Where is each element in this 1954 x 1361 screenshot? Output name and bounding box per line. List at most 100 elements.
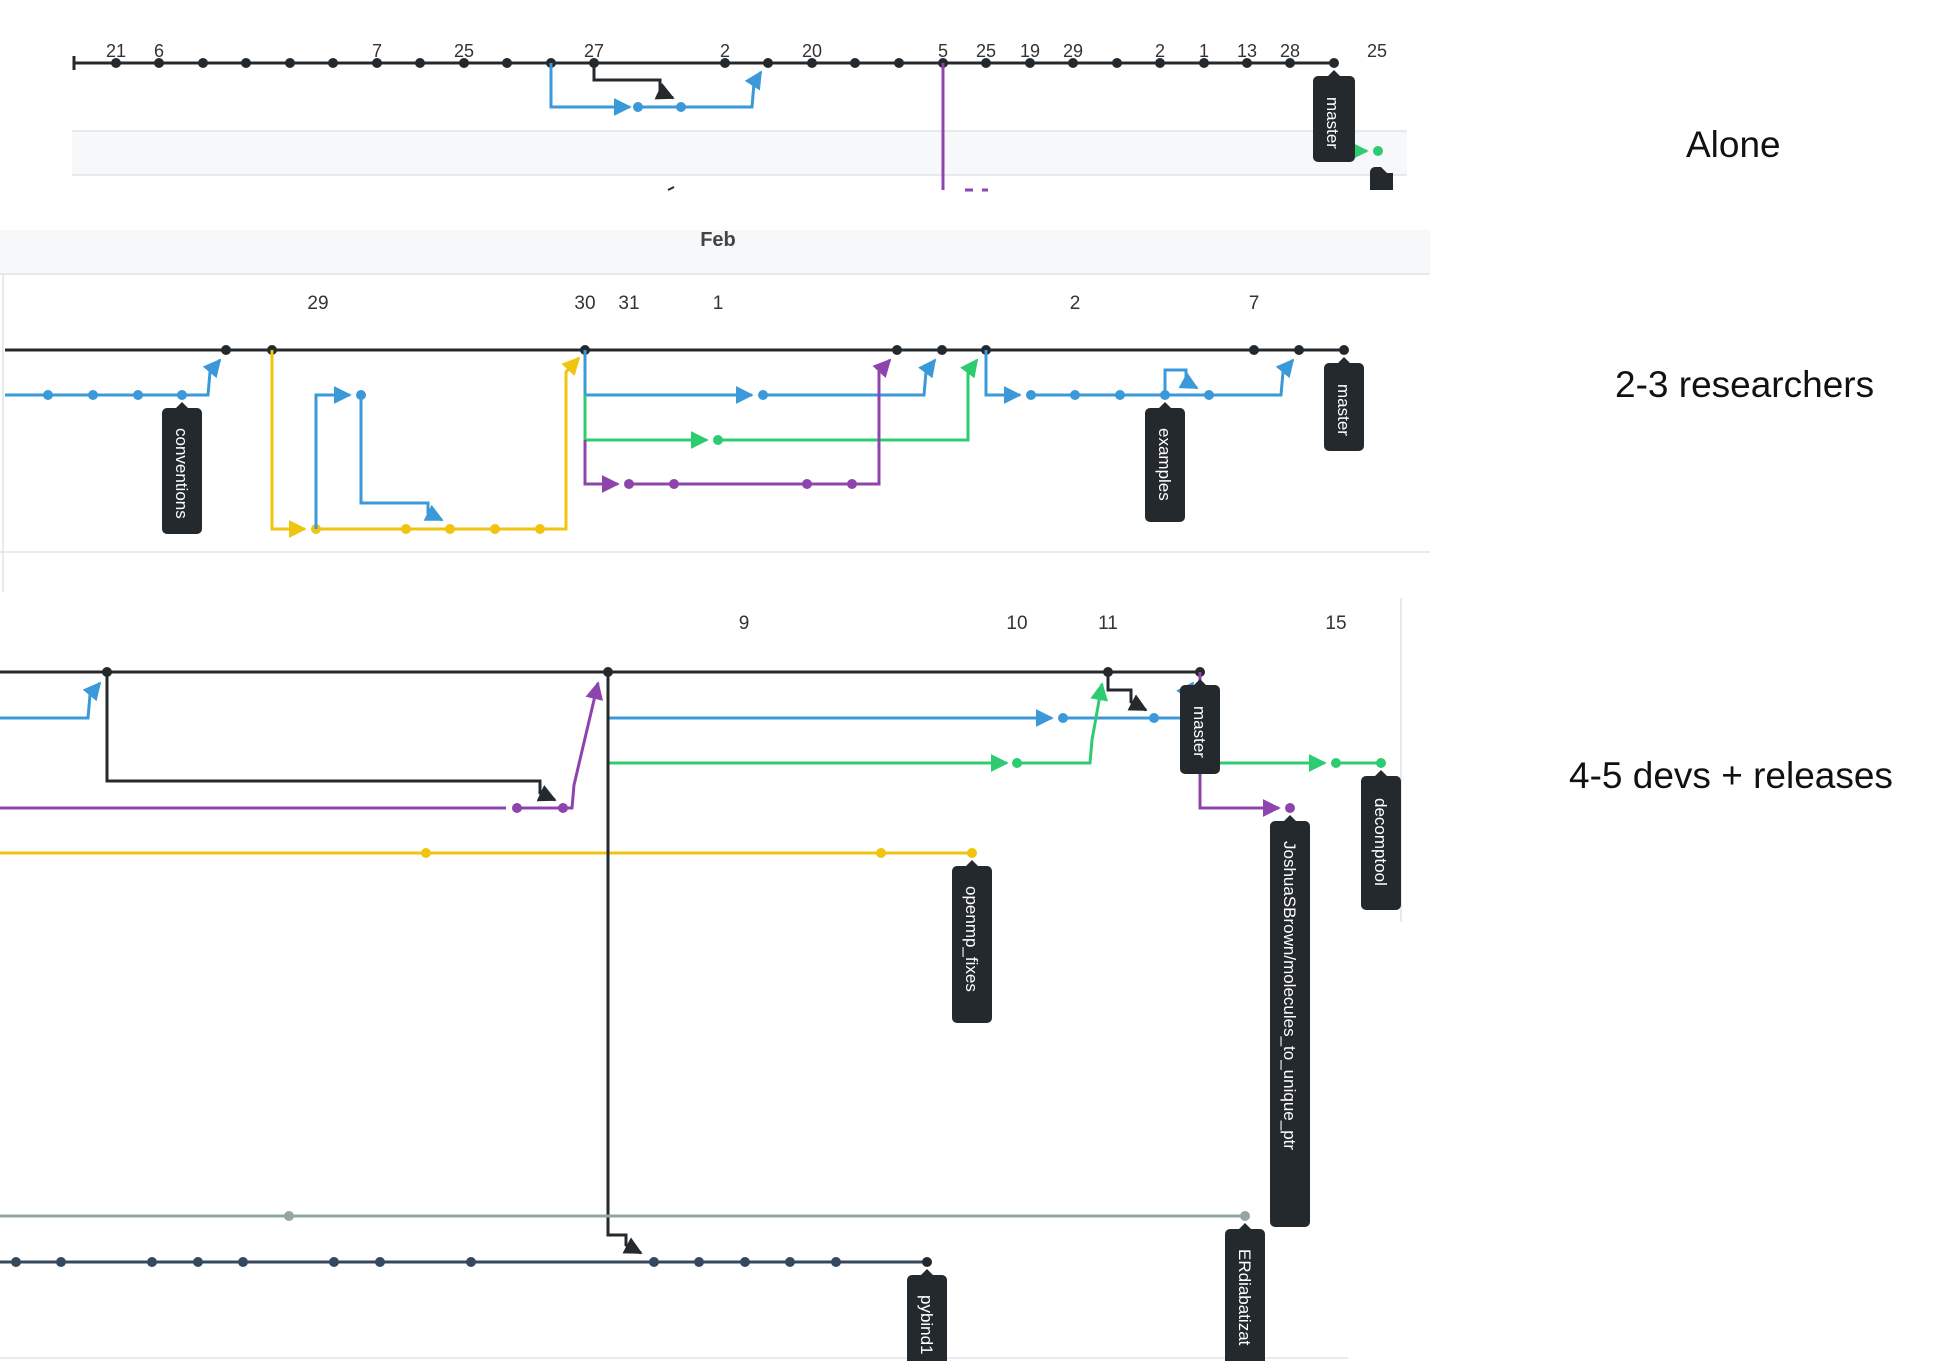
- commit-dot[interactable]: [922, 1257, 932, 1267]
- branch-green-merge: [1017, 682, 1109, 765]
- commit-dot[interactable]: [1026, 390, 1036, 400]
- commit-dot[interactable]: [740, 1257, 750, 1267]
- commit-dot[interactable]: [894, 58, 904, 68]
- commit-dot[interactable]: [624, 479, 634, 489]
- commit-dot[interactable]: [1373, 146, 1383, 156]
- commit-dot[interactable]: [329, 1257, 339, 1267]
- commit-dot[interactable]: [284, 1211, 294, 1221]
- commit-dot[interactable]: [802, 479, 812, 489]
- tag-openmp-fixes[interactable]: openmp_fixes: [952, 860, 992, 1023]
- date-label: 25: [1367, 41, 1387, 61]
- tag-master[interactable]: master: [1180, 679, 1220, 774]
- commit-dot[interactable]: [981, 58, 991, 68]
- commit-dot[interactable]: [238, 1257, 248, 1267]
- branch-purple-merge: [517, 681, 604, 810]
- commit-dot[interactable]: [694, 1257, 704, 1267]
- commit-dot[interactable]: [676, 102, 686, 112]
- slate-commits: [11, 1257, 932, 1267]
- commit-dot[interactable]: [649, 1257, 659, 1267]
- commit-dot[interactable]: [88, 390, 98, 400]
- commit-dot[interactable]: [1115, 390, 1125, 400]
- commit-dot[interactable]: [1240, 1211, 1250, 1221]
- commit-dot[interactable]: [1070, 390, 1080, 400]
- commit-dot[interactable]: [1285, 58, 1295, 68]
- commit-dot[interactable]: [445, 524, 455, 534]
- commit-dot[interactable]: [831, 1257, 841, 1267]
- commit-dot[interactable]: [1149, 713, 1159, 723]
- commit-dot[interactable]: [459, 58, 469, 68]
- commit-dot[interactable]: [221, 345, 231, 355]
- commit-dot[interactable]: [669, 479, 679, 489]
- commit-dot[interactable]: [1294, 345, 1304, 355]
- commit-dot[interactable]: [785, 1257, 795, 1267]
- commit-dot[interactable]: [967, 848, 977, 858]
- commit-dot[interactable]: [466, 1257, 476, 1267]
- commit-dot[interactable]: [807, 58, 817, 68]
- commit-dot[interactable]: [356, 390, 366, 400]
- commit-dot[interactable]: [1058, 713, 1068, 723]
- commit-dot[interactable]: [850, 58, 860, 68]
- commit-dot[interactable]: [490, 524, 500, 534]
- commit-dot[interactable]: [1339, 345, 1349, 355]
- commit-dot[interactable]: [285, 58, 295, 68]
- commit-dot[interactable]: [720, 58, 730, 68]
- tag-pybind1[interactable]: pybind1: [907, 1269, 947, 1361]
- commit-dot[interactable]: [147, 1257, 157, 1267]
- commit-dot[interactable]: [177, 390, 187, 400]
- commit-dot[interactable]: [847, 479, 857, 489]
- commit-dot[interactable]: [1155, 58, 1165, 68]
- commit-dot[interactable]: [1199, 58, 1209, 68]
- commit-dot[interactable]: [401, 524, 411, 534]
- commit-dot[interactable]: [892, 345, 902, 355]
- branch-yellow-line: [270, 350, 307, 538]
- commit-dot[interactable]: [1285, 803, 1295, 813]
- commit-dot[interactable]: [375, 1257, 385, 1267]
- panel-devs: 9 10 11 15: [0, 598, 1402, 1361]
- commit-dot[interactable]: [111, 58, 121, 68]
- tag-master[interactable]: master: [1313, 70, 1355, 162]
- commit-dot[interactable]: [1112, 58, 1122, 68]
- merge-into-slate: [606, 672, 643, 1255]
- branch-blue-merge: [359, 395, 444, 522]
- commit-dot[interactable]: [763, 58, 773, 68]
- commit-dot[interactable]: [1249, 345, 1259, 355]
- commit-dot[interactable]: [133, 390, 143, 400]
- commit-dot[interactable]: [372, 58, 382, 68]
- commit-dot[interactable]: [558, 803, 568, 813]
- tag-erdiabatizat[interactable]: ERdiabatizat: [1225, 1223, 1265, 1361]
- commit-dot[interactable]: [1242, 58, 1252, 68]
- commit-dot[interactable]: [154, 58, 164, 68]
- commit-dot[interactable]: [535, 524, 545, 534]
- commit-dot[interactable]: [713, 435, 723, 445]
- tag-master[interactable]: master: [1324, 357, 1364, 451]
- commit-dot[interactable]: [1329, 58, 1339, 68]
- date-label: 2: [720, 41, 730, 61]
- commit-dot[interactable]: [876, 848, 886, 858]
- commit-dot[interactable]: [1025, 58, 1035, 68]
- commit-dot[interactable]: [1331, 758, 1341, 768]
- tag-decomptool[interactable]: decomptool: [1361, 770, 1401, 910]
- commit-dot[interactable]: [758, 390, 768, 400]
- commit-dot[interactable]: [193, 1257, 203, 1267]
- commit-dot[interactable]: [56, 1257, 66, 1267]
- tag-label: JoshuaSBrown/molecules_to_unique_ptr: [1280, 841, 1299, 1150]
- commit-dot[interactable]: [328, 58, 338, 68]
- commit-dot[interactable]: [512, 803, 522, 813]
- commit-dot[interactable]: [1012, 758, 1022, 768]
- commit-dot[interactable]: [11, 1257, 21, 1267]
- tag-conventions[interactable]: conventions: [162, 402, 202, 534]
- commit-dot[interactable]: [1068, 58, 1078, 68]
- commit-dot[interactable]: [1376, 758, 1386, 768]
- commit-dot[interactable]: [43, 390, 53, 400]
- commit-dot[interactable]: [1204, 390, 1214, 400]
- tag-joshuasbrown-molecules-to-unique-ptr[interactable]: JoshuaSBrown/molecules_to_unique_ptr: [1270, 815, 1310, 1227]
- commit-dot[interactable]: [633, 102, 643, 112]
- commit-dot[interactable]: [415, 58, 425, 68]
- commit-dot[interactable]: [502, 58, 512, 68]
- commit-dot[interactable]: [198, 58, 208, 68]
- commit-dot[interactable]: [421, 848, 431, 858]
- tag-examples[interactable]: examples: [1145, 402, 1185, 522]
- commit-dot[interactable]: [1160, 390, 1170, 400]
- commit-dot[interactable]: [937, 345, 947, 355]
- commit-dot[interactable]: [241, 58, 251, 68]
